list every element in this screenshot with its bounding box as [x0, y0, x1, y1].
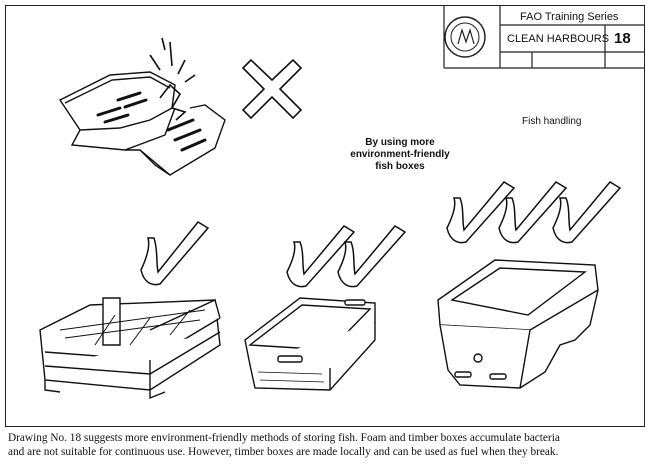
check-icon [446, 181, 516, 244]
subject-label: CLEAN HARBOURS [507, 33, 610, 45]
check-icon [337, 225, 407, 288]
plastic-crate-drawing [244, 297, 376, 391]
insulated-box-drawing [437, 259, 599, 389]
series-label: FAO Training Series [520, 11, 619, 23]
broken-foam-box-drawing [58, 37, 226, 176]
check-icons [140, 181, 622, 288]
title-block [443, 6, 645, 69]
check-icon [498, 181, 568, 244]
reject-cross-icon [241, 58, 303, 120]
caption: By using more environment-friendly fish … [348, 137, 452, 173]
footer-text: Drawing No. 18 suggests more environment… [8, 431, 648, 459]
drawing-number: 18 [614, 30, 631, 47]
footer-line: Drawing No. 18 suggests more environment… [8, 432, 560, 444]
check-icon [286, 225, 356, 288]
section-label: Fish handling [522, 116, 582, 127]
check-icon [552, 181, 622, 244]
fao-logo-icon [444, 16, 486, 58]
footer-line: and are not suitable for continuous use.… [8, 446, 559, 458]
caption-line: fish boxes [375, 161, 425, 172]
caption-line: environment-friendly [350, 149, 450, 160]
caption-line: By using more [365, 137, 435, 148]
check-icon [140, 221, 210, 286]
timber-box-drawing [39, 297, 221, 400]
